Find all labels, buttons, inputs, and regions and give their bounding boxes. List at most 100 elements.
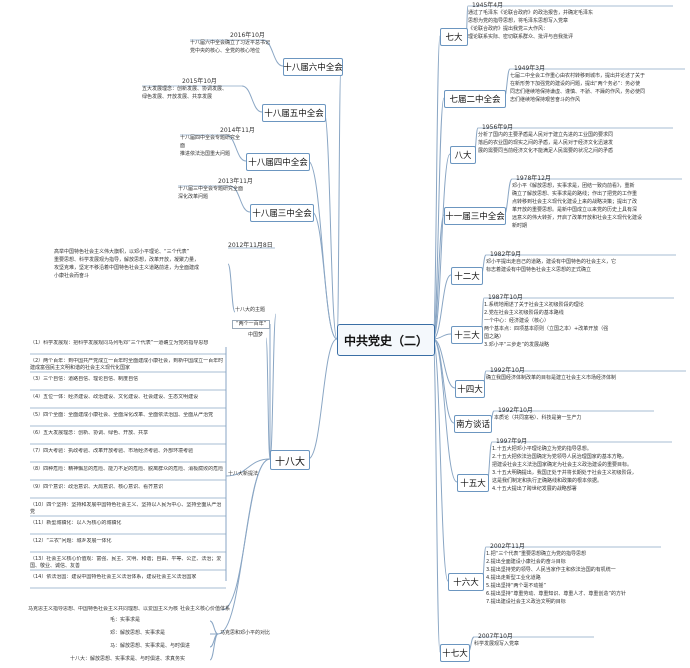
note-line: 确立了解放思想、实事求是的路线；作出了把党的工作重	[512, 191, 638, 197]
note-line: 6.提出坚持“尊重劳动、尊重知识、尊重人才、尊重创造”的方针	[486, 591, 626, 597]
new-formulation-item[interactable]: （8）四种危险：精神懈怠的危险、能力不足的危险、脱离群众的危险、消极腐败的危险	[30, 466, 224, 472]
topic-r3[interactable]: 八大	[450, 146, 476, 164]
date-r1: 1945年4月	[472, 2, 504, 9]
connector	[241, 85, 263, 113]
new-formulation-item[interactable]: （14）依法治国：建设中国特色社会主义法治体系，建设社会主义法治国家	[30, 574, 197, 580]
note-line: 1.系统地阐述了关于社会主义初级阶段的理论	[484, 302, 584, 308]
note-r1: 通过了毛泽东《论联合政府》的政治报告，并确定毛泽东思想为党的指导思想，将毛泽东思…	[468, 9, 673, 41]
note-line: 落后的农业国的现实之间的矛盾，是人民对于经济文化迅速发	[478, 140, 614, 146]
note-line: 4.提出走新型工业化道路	[486, 575, 541, 581]
note-r2: 七届二中全会工作重心由农村转移到城市，提出并论述了关于在新形势下加强党的建设的问…	[510, 72, 685, 104]
18th-theme-text: 高举中国特色社会主义伟大旗帜，以邓小平理论、“三个代表”重要思想、科学发展观为指…	[54, 248, 226, 280]
note-line: 《论联合政府》提出我党三大作风：	[468, 26, 549, 32]
date-r11: 2007年10月	[478, 633, 513, 640]
comparison-item[interactable]: 邓：解放思想、实事求是	[110, 630, 166, 636]
date-r7: 1992年10月	[490, 367, 525, 374]
note-line: 理论联系实际、密切联系群众、批评与自我批评	[468, 34, 574, 40]
new-formulation-item[interactable]: （7）四大考验：执政考验、改革开放考验、市场经济考验、外部环境考验	[30, 448, 194, 454]
topic-r11[interactable]: 十七大	[440, 644, 470, 662]
note-line: 2.提出全面建设小康社会的奋斗目标	[486, 559, 566, 565]
topic-r4[interactable]: 十一届三中全会	[444, 207, 506, 225]
new-formulation-item[interactable]: （13）社会主义核心价值观：富强、民主、文明、和谐；自由、平等、公正、法治；爱国…	[30, 556, 222, 569]
comparison-item[interactable]: 十八大：解放思想、实事求是、与时俱进、求真务实	[70, 656, 186, 662]
new-formulation-item[interactable]: （10）四个坚持：坚持和发展中国特色社会主义、坚持以人民为中心、坚持全面从严治党	[30, 502, 222, 515]
note-l2: 五大发展理念：创新发展、协调发展、绿色发展、开放发展、共享发展	[142, 85, 258, 101]
date-l4: 2013年11月	[218, 178, 253, 185]
note-line: 志们继续地保持艰苦奋斗的作风	[510, 97, 581, 103]
note-line: 2.党在社会主义初级阶段的基本路线	[484, 310, 564, 316]
date-l1: 2016年10月	[230, 32, 265, 39]
connector	[262, 39, 284, 67]
topic-r2[interactable]: 七届二中全会	[444, 90, 506, 108]
topic-18th-congress[interactable]: 十八大	[270, 450, 310, 470]
topic-r9[interactable]: 十五大	[457, 474, 489, 492]
18th-new-formulations-label[interactable]: 十八大新提法	[228, 471, 259, 477]
theme-line: 高举中国特色社会主义伟大旗帜，以邓小平理论、“三个代表”	[54, 249, 190, 255]
new-formulation-item[interactable]: （1）科学发展观：把科学发展观同马列毛邓“三个代表”一道确立为党的指导思想	[30, 340, 209, 346]
topic-r5[interactable]: 十二大	[451, 267, 483, 285]
date-r5: 1982年9月	[490, 251, 522, 258]
note-line: 十八届三中全会专题研究全面	[178, 186, 244, 192]
comparison-item[interactable]: 毛：实事求是	[110, 617, 141, 623]
note-line: 确立我国经济体制改革的目标是建立社会主义市场经济体制	[486, 375, 617, 381]
note-r9: 1.十五大把邓小平理论确立为党的指导思想。2.十五大把依法治国确定为党领导人民治…	[492, 445, 672, 493]
note-line: 一个中心：经济建设（核心）	[484, 318, 550, 324]
note-line: 点转移到社会主义现代化建设上来的战略决策；提出了改	[512, 199, 638, 205]
central-topic[interactable]: 中共党史（二）	[337, 324, 435, 356]
note-r6: 1.系统地阐述了关于社会主义初级阶段的理论 2.党在社会主义初级阶段的基本路线 一…	[484, 301, 674, 349]
topic-l3[interactable]: 十八届四中全会	[246, 153, 310, 171]
new-formulation-item[interactable]: （9）四个意识：政治意识、大局意识、核心意识、看齐意识	[30, 484, 164, 490]
connector	[225, 134, 247, 162]
core-values-system-label[interactable]: 社会主义核心价值体系	[180, 606, 231, 612]
date-r2: 1949年3月	[514, 65, 546, 72]
note-line: 邓小平提出走自己的道路，建设有中国特色的社会主义，它	[486, 259, 617, 265]
note-l1: 十八届六中全会确立了习近平总书记党中央的核心、全党的核心地位	[190, 39, 279, 55]
new-formulation-item[interactable]: （6）五大发展理念：创新、协调、绿色、开放、共享	[30, 430, 149, 436]
connector	[217, 458, 271, 635]
theme-line: 小康社会而奋斗	[54, 273, 90, 279]
connector	[432, 274, 452, 340]
note-line: 展的需要同当前经济文化不能满足人民需要的状况之间的矛盾	[478, 148, 614, 154]
topic-r7[interactable]: 十四大	[455, 380, 485, 398]
new-formulation-item[interactable]: （11）新型城镇化：以人为核心的城镇化	[30, 520, 122, 526]
topic-r8[interactable]: 南方谈话	[454, 415, 492, 433]
two-centenaries-label[interactable]: “两个一百年”	[232, 320, 271, 329]
note-l4: 十八届三中全会专题研究全面深化改革问题	[178, 185, 246, 201]
new-formulation-item[interactable]: （5）四个全面：全面建成小康社会、全面深化改革、全面依法治国、全面从严治党	[30, 412, 214, 418]
date-r10: 2002年11月	[490, 543, 525, 550]
topic-l2[interactable]: 十八届五中全会	[262, 104, 326, 122]
comparison-item[interactable]: 马：解放思想、实事求是、与时俱进	[110, 643, 191, 649]
connector	[307, 160, 338, 340]
connector	[432, 338, 441, 653]
note-line: 十八届六中全会确立了习近平总书记	[190, 40, 271, 46]
note-line: 同志们继续地保持谦虚、谨慎、不骄、不躁的作风，务必使同	[510, 89, 646, 95]
note-line: 3.邓小平“三步走”的发展战略	[484, 342, 549, 348]
connector	[229, 185, 251, 213]
note-line: 4.十五大提出了跨世纪发展的战略部署	[492, 486, 577, 492]
date-l2: 2015年10月	[182, 78, 217, 85]
topic-r6[interactable]: 十三大	[451, 326, 483, 344]
note-line: 本质论（共同富裕）、科技是第一生产力	[494, 415, 582, 421]
new-formulation-item[interactable]: （12）“三农”问题：城乡发展一体化	[30, 538, 112, 544]
date-r3: 1956年9月	[482, 124, 514, 131]
18th-theme-label[interactable]: 十八大的主题	[235, 307, 266, 313]
topic-r1[interactable]: 七大	[440, 28, 468, 46]
note-line: 党中央的核心、全党的核心地位	[190, 48, 261, 54]
date-l3: 2014年11月	[220, 127, 255, 134]
topic-l1[interactable]: 十八届六中全会	[283, 58, 343, 76]
topic-l4[interactable]: 十八届三中全会	[250, 204, 314, 222]
note-line: 思想为党的指导思想，将毛泽东思想写入党章	[468, 18, 569, 24]
new-formulation-item[interactable]: （3）三个自信：道路自信、理论自信、制度自信	[30, 376, 139, 382]
note-line: 五大发展理念：创新发展、协调发展、	[142, 86, 228, 92]
new-formulation-item[interactable]: （4）五位一体：经济建设、政治建设、文化建设、社会建设、生态文明建设	[30, 394, 199, 400]
connector	[307, 338, 338, 460]
mao-deng-comparison-label[interactable]: 马克思和邓小平的对比	[220, 630, 271, 636]
date-r4: 1978年12月	[516, 175, 551, 182]
topic-r10[interactable]: 十六大	[448, 573, 484, 591]
note-line: 深化改革问题	[178, 194, 209, 200]
new-formulation-item[interactable]: （2）两个百年：到中国共产党成立一百年时全面建成小康社会，到新中国成立一百年时建…	[30, 358, 224, 371]
chinese-dream-label[interactable]: 中国梦	[248, 332, 264, 338]
note-line: 国之路）	[484, 334, 505, 340]
